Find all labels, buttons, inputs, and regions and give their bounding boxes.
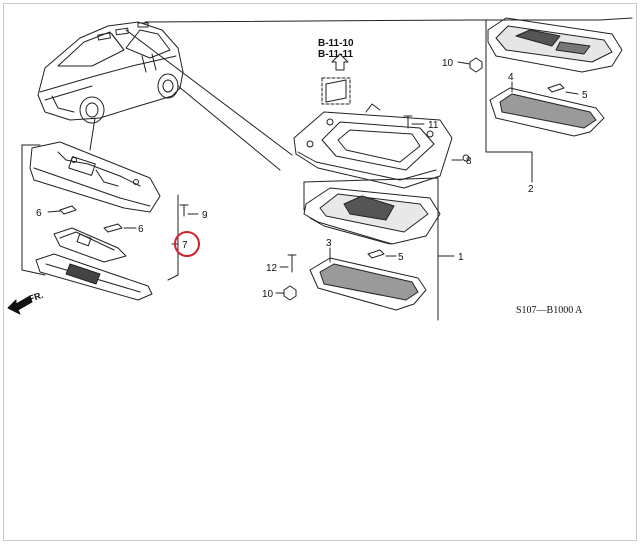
front-direction-arrow	[7, 295, 33, 315]
highlight-circle-part-7	[174, 231, 200, 257]
callout-1: 1	[458, 252, 464, 263]
diagram-frame	[3, 3, 637, 541]
callout-9: 9	[202, 210, 208, 221]
callout-10-bottom: 10	[262, 289, 274, 300]
callout-8: 8	[466, 156, 472, 167]
center-housing	[293, 103, 470, 189]
callout-leaders	[47, 61, 579, 294]
left-lamp-assembly	[21, 141, 189, 301]
callout-7: 7	[182, 240, 188, 251]
callout-2: 2	[528, 184, 534, 195]
rear-lamp-assembly	[469, 17, 633, 179]
reference-label-bottom: B-11-11	[318, 49, 353, 60]
front-direction-label: FR.	[28, 290, 45, 304]
callout-10-top: 10	[442, 58, 454, 69]
callout-12: 12	[266, 263, 278, 274]
callout-11: 11	[428, 120, 439, 131]
diagram-code: S107—B1000 A	[516, 305, 583, 316]
callout-4: 4	[508, 72, 514, 83]
switch-unit	[321, 53, 351, 105]
callout-3: 3	[326, 238, 332, 249]
callout-5-top: 5	[582, 90, 588, 101]
front-lamp-assembly	[283, 177, 441, 321]
reference-label-top: B-11-10	[318, 38, 354, 49]
callout-6-upper: 6	[36, 208, 42, 219]
callout-5-bottom: 5	[398, 252, 404, 263]
callout-6-lower: 6	[138, 224, 144, 235]
vehicle-illustration	[37, 21, 184, 124]
